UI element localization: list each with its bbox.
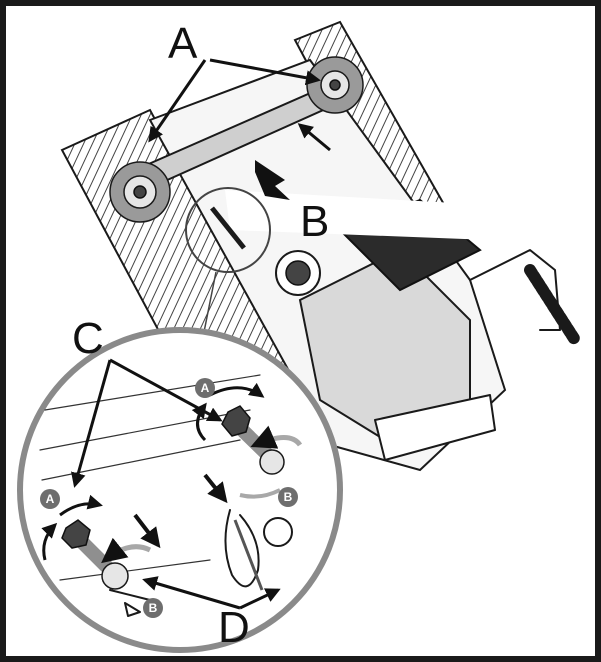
- leader-b: [297, 123, 331, 152]
- detail-circle: [17, 327, 343, 653]
- svg-text:A: A: [46, 492, 55, 506]
- label-d: D: [218, 603, 250, 652]
- bolt-lower: [61, 519, 129, 590]
- leaders-a: [148, 58, 321, 143]
- direction-arrow: [255, 160, 290, 200]
- leaders-c: [71, 358, 223, 488]
- handle-bar: [469, 249, 561, 331]
- cotter-pin-upper: [224, 509, 264, 591]
- badge-b-lower: B: [143, 598, 163, 618]
- label-b: B: [300, 197, 329, 246]
- cotter-pin-lower: [109, 589, 151, 617]
- svg-text:B: B: [149, 601, 158, 615]
- small-bolt: [210, 206, 246, 250]
- badge-a-lower: A: [40, 489, 60, 509]
- base-plate: [374, 394, 496, 461]
- occluding-band: [225, 190, 490, 240]
- leaders-d: [142, 576, 281, 610]
- label-a: A: [168, 19, 198, 68]
- handle-grip: [524, 264, 581, 346]
- wheel-left: [109, 161, 171, 223]
- badge-a-upper: A: [195, 378, 215, 398]
- washer: [263, 517, 293, 547]
- detail-view: [17, 327, 343, 653]
- zoom-source-circle: [185, 187, 271, 273]
- svg-text:B: B: [284, 490, 293, 504]
- svg-text:A: A: [201, 381, 210, 395]
- label-c: C: [72, 314, 104, 363]
- fuel-cap: [275, 250, 321, 296]
- badge-b-upper: B: [278, 487, 298, 507]
- wheel-right: [306, 56, 364, 114]
